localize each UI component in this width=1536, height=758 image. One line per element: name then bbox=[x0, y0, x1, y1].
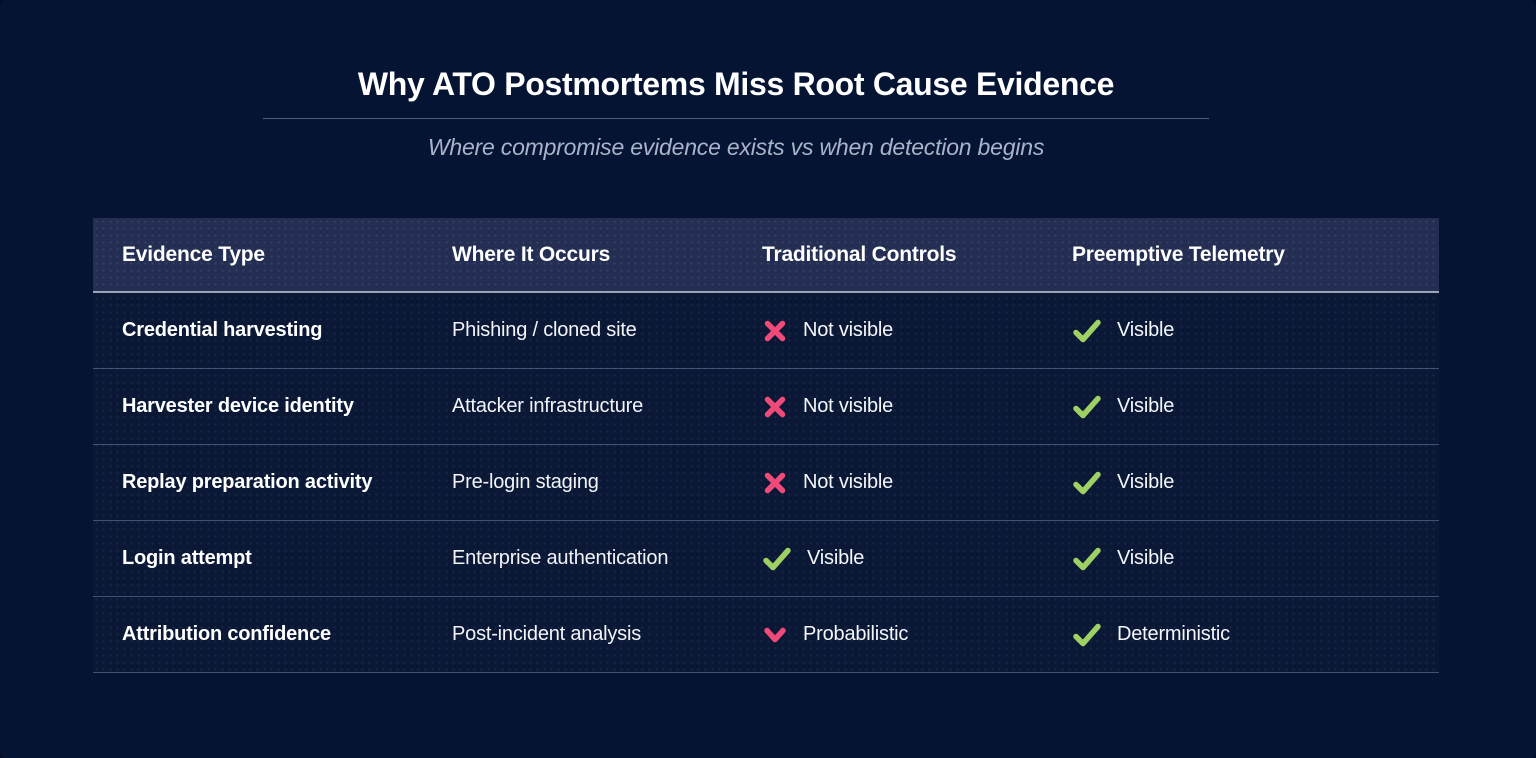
table-row: Attribution confidence Post-incident ana… bbox=[93, 597, 1439, 673]
column-header-traditional-controls: Traditional Controls bbox=[762, 242, 957, 266]
preemptive-telemetry-cell: Visible bbox=[1072, 318, 1439, 344]
status-label: Not visible bbox=[803, 471, 894, 493]
traditional-controls-cell: Visible bbox=[762, 546, 1072, 572]
status-label: Probabilistic bbox=[803, 623, 909, 645]
evidence-type-cell: Harvester device identity bbox=[122, 395, 354, 417]
table-row: Credential harvesting Phishing / cloned … bbox=[93, 293, 1439, 369]
status-label: Visible bbox=[1117, 395, 1175, 417]
x-icon bbox=[762, 318, 788, 344]
status-label: Visible bbox=[1117, 547, 1175, 569]
table-row: Login attempt Enterprise authentication … bbox=[93, 521, 1439, 597]
status-label: Visible bbox=[1117, 319, 1175, 341]
preemptive-telemetry-cell: Visible bbox=[1072, 394, 1439, 420]
column-header-preemptive-telemetry: Preemptive Telemetry bbox=[1072, 242, 1285, 266]
preemptive-telemetry-cell: Deterministic bbox=[1072, 622, 1439, 648]
where-it-occurs-cell: Pre-login staging bbox=[452, 471, 599, 493]
traditional-controls-cell: Not visible bbox=[762, 470, 1072, 496]
where-it-occurs-cell: Phishing / cloned site bbox=[452, 319, 637, 341]
column-header-where-it-occurs: Where It Occurs bbox=[452, 242, 611, 266]
where-it-occurs-cell: Attacker infrastructure bbox=[452, 395, 644, 417]
header-block: Why ATO Postmortems Miss Root Cause Evid… bbox=[0, 0, 1472, 161]
table-row: Replay preparation activity Pre-login st… bbox=[93, 445, 1439, 521]
check-icon bbox=[1072, 394, 1102, 420]
evidence-type-cell: Attribution confidence bbox=[122, 623, 331, 645]
table-header-row: Evidence Type Where It Occurs Traditiona… bbox=[93, 218, 1439, 293]
check-icon bbox=[1072, 546, 1102, 572]
status-label: Visible bbox=[1117, 471, 1175, 493]
status-label: Not visible bbox=[803, 395, 894, 417]
check-icon bbox=[1072, 470, 1102, 496]
check-icon bbox=[1072, 318, 1102, 344]
where-it-occurs-cell: Post-incident analysis bbox=[452, 623, 642, 645]
page-subtitle: Where compromise evidence exists vs when… bbox=[427, 134, 1045, 160]
preemptive-telemetry-cell: Visible bbox=[1072, 546, 1439, 572]
status-label: Visible bbox=[807, 547, 865, 569]
evidence-type-cell: Credential harvesting bbox=[122, 319, 323, 341]
where-it-occurs-cell: Enterprise authentication bbox=[452, 547, 669, 569]
x-icon bbox=[762, 394, 788, 420]
title-divider bbox=[263, 118, 1209, 119]
table-row: Harvester device identity Attacker infra… bbox=[93, 369, 1439, 445]
preemptive-telemetry-cell: Visible bbox=[1072, 470, 1439, 496]
evidence-table: Evidence Type Where It Occurs Traditiona… bbox=[93, 218, 1439, 673]
check-icon bbox=[762, 546, 792, 572]
evidence-type-cell: Login attempt bbox=[122, 547, 252, 569]
evidence-type-cell: Replay preparation activity bbox=[122, 471, 373, 493]
x-icon bbox=[762, 470, 788, 496]
traditional-controls-cell: Not visible bbox=[762, 394, 1072, 420]
check-icon bbox=[1072, 622, 1102, 648]
traditional-controls-cell: Not visible bbox=[762, 318, 1072, 344]
traditional-controls-cell: Probabilistic bbox=[762, 622, 1072, 648]
status-label: Not visible bbox=[803, 319, 894, 341]
column-header-evidence-type: Evidence Type bbox=[122, 242, 265, 266]
page-title: Why ATO Postmortems Miss Root Cause Evid… bbox=[357, 66, 1115, 102]
status-label: Deterministic bbox=[1117, 623, 1230, 645]
chevron-down-icon bbox=[762, 622, 788, 648]
